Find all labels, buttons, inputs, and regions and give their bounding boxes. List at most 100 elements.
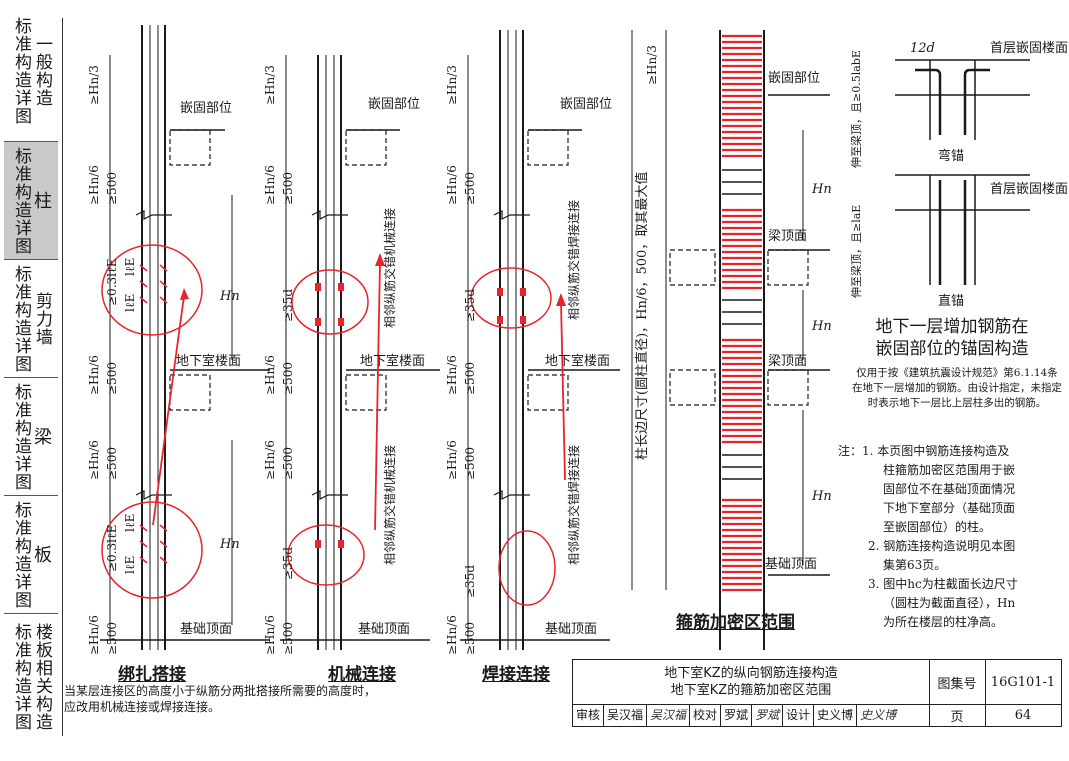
sidebar-item-general[interactable]: 标准构造详图 一般构造 xyxy=(4,0,58,142)
hn6-label-2: ≥Hn/6 xyxy=(263,165,277,205)
reviewer-signature: 吴汉福 xyxy=(647,704,691,726)
d500-label-4: ≥500 xyxy=(105,362,119,395)
hn6-label-1: ≥Hn/6 xyxy=(87,165,101,205)
d500-label-12: ≥500 xyxy=(463,622,477,655)
le-label-2: lℓE xyxy=(123,294,137,312)
d500-label-11: ≥500 xyxy=(281,622,295,655)
note-line: 固部位不在基础顶面情况 xyxy=(883,482,1016,496)
first-floor-label-1: 首层嵌固楼面 xyxy=(990,41,1068,56)
sidebar: 标准构造详图 一般构造 标准构造详图 柱 标准构造详图 剪力墙 标准构造详图 梁… xyxy=(4,0,58,740)
sidebar-item-category: 柱 xyxy=(31,191,52,210)
stirrup-normal-zones xyxy=(722,169,762,480)
d500-label-5: ≥500 xyxy=(281,362,295,395)
basement-floor-label-2: 地下室楼面 xyxy=(360,353,425,369)
hn3-label-3: ≥Hn/3 xyxy=(445,65,459,105)
le-label-1: lℓE xyxy=(123,258,137,276)
d500-label-2: ≥500 xyxy=(281,172,295,205)
beam-top-note-1: 伸至梁顶，且≥0.5labE xyxy=(849,50,863,168)
note-line: （圆柱为截面直径），Hn xyxy=(883,596,1016,610)
note-line: 3. 图中hc为柱截面长边尺寸 xyxy=(868,577,1018,591)
checker-signature: 罗斌 xyxy=(752,704,784,726)
hn-label-3: Hn xyxy=(811,182,832,197)
sidebar-item-floor-related[interactable]: 标准构造详图 楼板相关构造 xyxy=(4,614,58,740)
sidebar-item-label: 标准构造详图 xyxy=(11,623,31,731)
sidebar-item-shear-wall[interactable]: 标准构造详图 剪力墙 xyxy=(4,260,58,378)
sidebar-item-category: 一般构造 xyxy=(32,34,52,107)
le-label-3: lℓE xyxy=(123,514,137,532)
hn6-label-7: ≥Hn/6 xyxy=(87,440,101,480)
sidebar-item-label: 标准构造详图 xyxy=(11,146,31,255)
stirrup-dense-zones xyxy=(722,34,762,592)
anchor-diagrams xyxy=(895,59,1030,285)
title-line-2: 地下室KZ的箍筋加密区范围 xyxy=(670,683,832,698)
hn-label-2: Hn xyxy=(219,537,240,552)
hn3-label-4: ≥Hn/3 xyxy=(645,45,659,85)
caption-tie-lap: 绑扎搭接 xyxy=(118,665,186,685)
foundation-label-2: 基础顶面 xyxy=(358,622,410,637)
d500-label-10: ≥500 xyxy=(105,622,119,655)
adj-weld-label-2: 相邻纵筋交错焊接连接 xyxy=(566,445,581,565)
embed-label-1: 嵌固部位 xyxy=(180,101,232,116)
drawing-frame xyxy=(62,18,1063,736)
hn-label-4: Hn xyxy=(811,319,832,334)
footnote: 当某层连接区的高度小于纵筋分两批搭接所需要的高度时，应改用机械连接或焊接连接。 xyxy=(64,684,377,714)
beam-top-label-2: 梁顶面 xyxy=(768,354,807,369)
first-floor-label-2: 首层嵌固楼面 xyxy=(990,182,1068,197)
sidebar-item-label: 标准构造详图 xyxy=(11,382,31,491)
adj-mech-label-1: 相邻纵筋交错机械连接 xyxy=(382,208,397,328)
designer-signature: 史义博 xyxy=(860,708,897,722)
d35-label-1: ≥35d xyxy=(281,289,295,322)
hn3-label-2: ≥Hn/3 xyxy=(263,65,277,105)
d35-label-3: ≥35d xyxy=(463,289,477,322)
stirrup-rule-label: 柱长边尺寸(圆柱直径)，Hn/6，500，取其最大值 xyxy=(634,172,650,460)
note-line: 柱箍筋加密区范围用于嵌 xyxy=(883,463,1016,477)
hn6-label-11: ≥Hn/6 xyxy=(263,615,277,655)
hn6-label-8: ≥Hn/6 xyxy=(263,440,277,480)
anchor-12d: 12d xyxy=(910,41,935,56)
hn6-label-5: ≥Hn/6 xyxy=(263,355,277,395)
d35-label-2: ≥35d xyxy=(281,547,295,580)
sidebar-item-category: 剪力墙 xyxy=(32,291,52,346)
anchor-note: 仅用于按《建筑抗震设计规范》第6.1.14条在地下一层增加的钢筋。由设计指定，未… xyxy=(852,367,1062,409)
sidebar-item-category: 梁 xyxy=(31,427,52,446)
hn6-label-6: ≥Hn/6 xyxy=(445,355,459,395)
hn-label-5: Hn xyxy=(811,489,832,504)
hn6-label-3: ≥Hn/6 xyxy=(445,165,459,205)
title-block: 地下室KZ的纵向钢筋连接构造 地下室KZ的箍筋加密区范围 图集号 16G101-… xyxy=(572,659,1062,727)
check-label: 校对 xyxy=(690,704,722,726)
hn6-label-10: ≥Hn/6 xyxy=(87,615,101,655)
embed-label-3: 嵌固部位 xyxy=(560,97,612,112)
d500-label-7: ≥500 xyxy=(105,447,119,480)
hn-label-1: Hn xyxy=(219,289,240,304)
beam-top-note-2: 伸至梁顶，且≥laE xyxy=(849,205,863,298)
caption-weld: 焊接连接 xyxy=(482,665,550,685)
anchor-title-line-2: 嵌固部位的锚固构造 xyxy=(875,339,1029,359)
title-block-title: 地下室KZ的纵向钢筋连接构造 地下室KZ的箍筋加密区范围 xyxy=(573,660,930,705)
note-line: 下地下室部分（基础顶面 xyxy=(883,501,1016,515)
note-line: 注：1. 本页图中钢筋连接构造及 xyxy=(838,444,1010,458)
sidebar-item-category: 楼板相关构造 xyxy=(32,623,52,731)
adj-weld-label-1: 相邻纵筋交错焊接连接 xyxy=(566,200,581,320)
bend-anchor-label: 弯锚 xyxy=(938,148,964,164)
sidebar-item-column[interactable]: 标准构造详图 柱 xyxy=(4,142,58,260)
red-annotations xyxy=(101,244,566,606)
sidebar-item-slab[interactable]: 标准构造详图 板 xyxy=(4,496,58,614)
sidebar-item-beam[interactable]: 标准构造详图 梁 xyxy=(4,378,58,496)
sidebar-item-category: 板 xyxy=(31,545,52,564)
note-line: 集第63页。 xyxy=(883,558,947,572)
note-line: 为所在楼层的柱净高。 xyxy=(883,615,1004,629)
hn6-label-12: ≥Hn/6 xyxy=(445,615,459,655)
basement-floor-label-3: 地下室楼面 xyxy=(545,353,610,369)
anchor-title-line-1: 地下一层增加钢筋在 xyxy=(875,317,1029,337)
hn3-label-1: ≥Hn/3 xyxy=(87,65,101,105)
connector-marks xyxy=(315,283,526,548)
notes: 注：1. 本页图中钢筋连接构造及 柱箍筋加密区范围用于嵌 固部位不在基础顶面情况… xyxy=(838,442,1063,632)
adj-mech-label-2: 相邻纵筋交错机械连接 xyxy=(382,445,397,565)
hn6-label-4: ≥Hn/6 xyxy=(87,355,101,395)
foundation-label-4: 基础顶面 xyxy=(765,557,817,572)
lap-label-2: ≥0.3lℓE xyxy=(105,525,119,572)
checker-name: 罗斌 xyxy=(721,704,753,726)
le-label-4: lℓE xyxy=(123,556,137,574)
basement-floor-label-1: 地下室楼面 xyxy=(176,353,241,369)
